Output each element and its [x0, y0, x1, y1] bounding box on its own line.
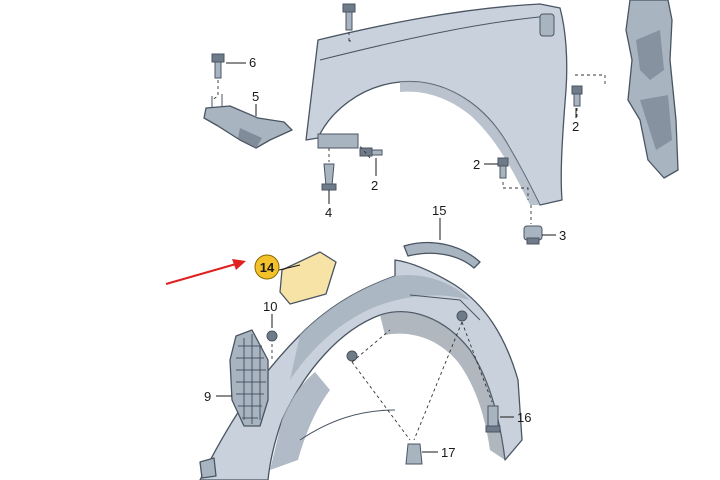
- bolt-2-right: [571, 85, 583, 107]
- callout-14-badge: 14: [254, 254, 280, 280]
- nut-3: [523, 225, 543, 245]
- callout-4: 4: [325, 205, 332, 220]
- leader-lines: [216, 62, 577, 453]
- bolt-2-mid: [497, 157, 509, 179]
- callout-2-left: 2: [371, 178, 378, 193]
- grille-cover-part: [229, 329, 269, 427]
- bolt-top: [342, 3, 356, 31]
- bolt-2-left: [359, 147, 383, 157]
- callout-16: 16: [517, 410, 531, 425]
- wheel-arch-liner-part: [199, 259, 523, 480]
- callout-10: 10: [263, 299, 277, 314]
- side-bracket-part: [625, 0, 679, 179]
- callout-14: 14: [260, 260, 275, 275]
- red-arrow: [165, 259, 246, 285]
- insulation-pad-part: [279, 251, 337, 305]
- clip-16: [485, 405, 501, 433]
- fender-part: [305, 3, 568, 206]
- callout-2-right: 2: [572, 119, 579, 134]
- callout-labels: 6 5 2 2 2 4 3 15 10 9 16 17: [204, 55, 579, 460]
- callout-5: 5: [252, 89, 259, 104]
- callout-6: 6: [249, 55, 256, 70]
- screw-10: [266, 330, 278, 342]
- callout-17: 17: [441, 445, 455, 460]
- callout-3: 3: [559, 228, 566, 243]
- lower-clip-part: [199, 457, 217, 479]
- callout-9: 9: [204, 389, 211, 404]
- guide-lines: [211, 32, 606, 441]
- callout-15: 15: [432, 203, 446, 218]
- clip-4: [321, 163, 337, 191]
- trim-strip-part: [403, 241, 481, 269]
- bolt-6: [211, 53, 225, 79]
- clip-17: [405, 443, 423, 465]
- callout-2-mid: 2: [473, 157, 480, 172]
- bracket-part-5: [203, 94, 293, 149]
